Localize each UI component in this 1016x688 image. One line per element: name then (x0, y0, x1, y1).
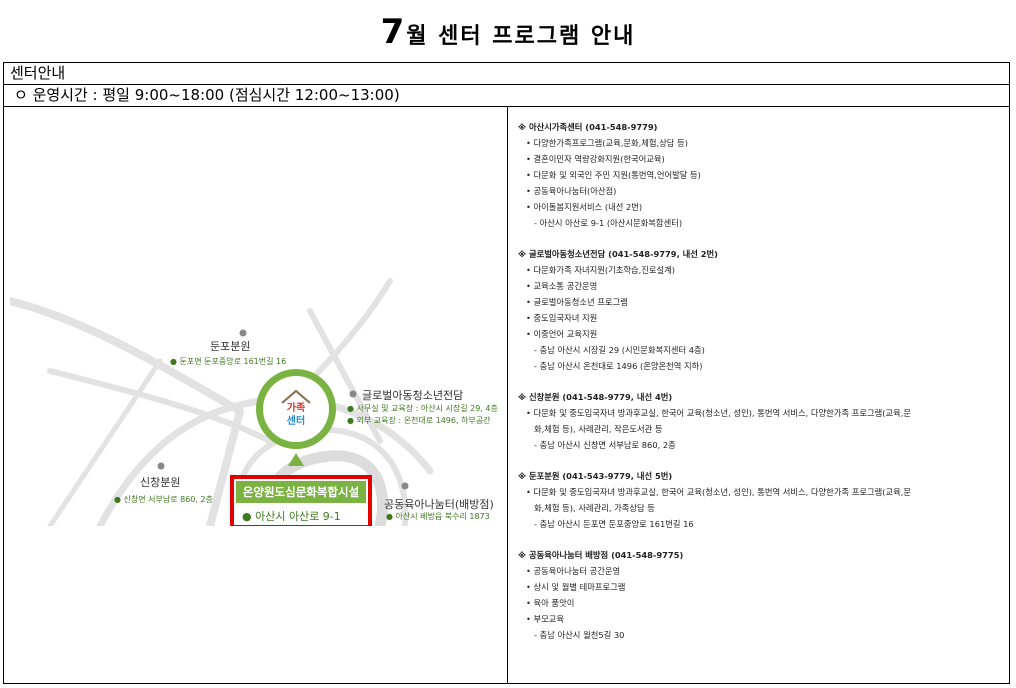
list-item: • 교육소통 공간운영 (526, 281, 598, 291)
dunpo-heading: ※ 둔포분원 (041-543-9779, 내선 5번) (518, 471, 673, 481)
column-divider (507, 107, 508, 683)
section-family-center: ※ 아산시가족센터 (041-548-9779) • 다양한가족프로그램(교육,… (512, 119, 1006, 231)
sinchang-name: 신창분원 (140, 476, 181, 489)
section-sinchang: ※ 신창분원 (041-548-9779, 내선 4번) • 다문화 및 중도입… (512, 389, 1006, 453)
main-center-address: ● 아산시 아산로 9-1 (242, 510, 341, 523)
list-item: • 공동육아나눔터(아산점) (526, 186, 617, 196)
list-item: • 중도입국자녀 지원 (526, 313, 598, 323)
location-map: 가족 센터 둔포분원 ● 둔포면 둔포중앙로 161번길 16 글로벌아동청소년… (10, 111, 502, 526)
nanum-dot (401, 482, 409, 490)
map-roads: 가족 센터 (10, 278, 434, 526)
logo-text-1: 가족 (287, 401, 305, 414)
address-item: - 충남 아산시 신창면 서부남로 860, 2층 (534, 440, 676, 450)
address-item: - 충남 아산시 둔포면 둔포중앙로 161번길 16 (534, 519, 694, 529)
section-dunpo: ※ 둔포분원 (041-543-9779, 내선 5번) • 다문화 및 중도입… (512, 468, 1006, 532)
global-youth-heading: ※ 글로벌아동청소년전담 (041-548-9779, 내선 2번) (518, 249, 718, 259)
nanum-name: 공동육아나눔터(배방점) (384, 498, 494, 511)
global-office: ● 사무실 및 교육장 : 아산시 시장길 29, 4층 (347, 404, 498, 413)
info-table: 센터안내 ㅇ 운영시간 : 평일 9:00~18:00 (점심시간 12:00~… (3, 62, 1010, 684)
list-item: • 육아 품앗이 (526, 598, 575, 608)
main-center-highlight: 온양원도심문화복합시설 ● 아산시 아산로 9-1 (230, 475, 372, 526)
nanum-address: ● 아산시 배방읍 북수리 1873 (386, 512, 490, 521)
dunpo-dot (239, 329, 247, 337)
list-item: • 다문화 및 중도입국자녀 방과후교실, 한국어 교육(청소년, 성인), 통… (526, 487, 912, 497)
sinchang-dot (157, 462, 165, 470)
address-item: - 충남 아산시 월천5길 30 (534, 630, 625, 640)
operating-hours: ㅇ 운영시간 : 평일 9:00~18:00 (점심시간 12:00~13:00… (4, 85, 1009, 107)
global-name: 글로벌아동청소년전담 (362, 389, 464, 402)
list-item: • 결혼이민자 역량강화지원(한국어교육) (526, 154, 665, 164)
address-item: - 아산시 아산로 9-1 (아산시문화복합센터) (534, 218, 683, 228)
list-item: • 상시 및 월별 테마프로그램 (526, 582, 626, 592)
list-item: • 공동육아나눔터 공간운영 (526, 566, 621, 576)
sinchang-address: ● 신창면 서부남로 860, 2층 (114, 495, 213, 504)
global-outside: ● 외부 교육장 : 온천대로 1496, 하부공간 (347, 416, 491, 425)
logo-text-2: 센터 (287, 414, 305, 427)
address-item: - 충남 아산시 온천대로 1496 (온양온천역 지하) (534, 361, 703, 371)
list-item: • 다문화 및 외국인 주민 지원(통번역,언어발달 등) (526, 170, 701, 180)
sinchang-heading: ※ 신창분원 (041-548-9779, 내선 4번) (518, 392, 673, 402)
dunpo-name: 둔포분원 (210, 340, 251, 353)
page-title: 7월 센터 프로그램 안내 (0, 12, 1016, 52)
list-item: • 이중언어 교육지원 (526, 329, 598, 339)
main-center-name: 온양원도심문화복합시설 (236, 481, 366, 503)
list-item-continued: 화,체험 등), 사례관리, 가족상담 등 (534, 503, 655, 513)
list-item: • 아이돌봄지원서비스 (내선 2번) (526, 202, 643, 212)
list-item: • 다문화 및 중도입국자녀 방과후교실, 한국어 교육(청소년, 성인), 통… (526, 408, 912, 418)
family-center-heading: ※ 아산시가족센터 (041-548-9779) (518, 122, 658, 132)
list-item: • 부모교육 (526, 614, 565, 624)
list-item: • 다양한가족프로그램(교육,문화,체험,상담 등) (526, 138, 688, 148)
nanum-heading: ※ 공동육아나눔터 배방점 (041-548-9775) (518, 550, 684, 560)
dunpo-address: ● 둔포면 둔포중앙로 161번길 16 (170, 357, 287, 366)
section-global-youth: ※ 글로벌아동청소년전담 (041-548-9779, 내선 2번) • 다문화… (512, 246, 1006, 374)
logo-roof (281, 389, 311, 404)
title-text: 월 센터 프로그램 안내 (406, 24, 636, 49)
global-dot (349, 390, 357, 398)
pin-pointer (288, 453, 304, 466)
list-item-continued: 화,체험 등), 사례관리, 작은도서관 등 (534, 424, 663, 434)
section-label: 센터안내 (4, 63, 1009, 85)
pin-inner-circle (263, 376, 329, 442)
title-number: 7 (380, 12, 407, 52)
section-nanum: ※ 공동육아나눔터 배방점 (041-548-9775) • 공동육아나눔터 공… (512, 547, 1006, 643)
program-info: ※ 아산시가족센터 (041-548-9779) • 다양한가족프로그램(교육,… (512, 119, 1006, 658)
list-item: • 다문화가족 자녀지원(기초학습,진로설계) (526, 265, 676, 275)
list-item: • 글로벌아동청소년 프로그램 (526, 297, 628, 307)
address-item: - 충남 아산시 시장길 29 (시민문화복지센터 4층) (534, 345, 705, 355)
